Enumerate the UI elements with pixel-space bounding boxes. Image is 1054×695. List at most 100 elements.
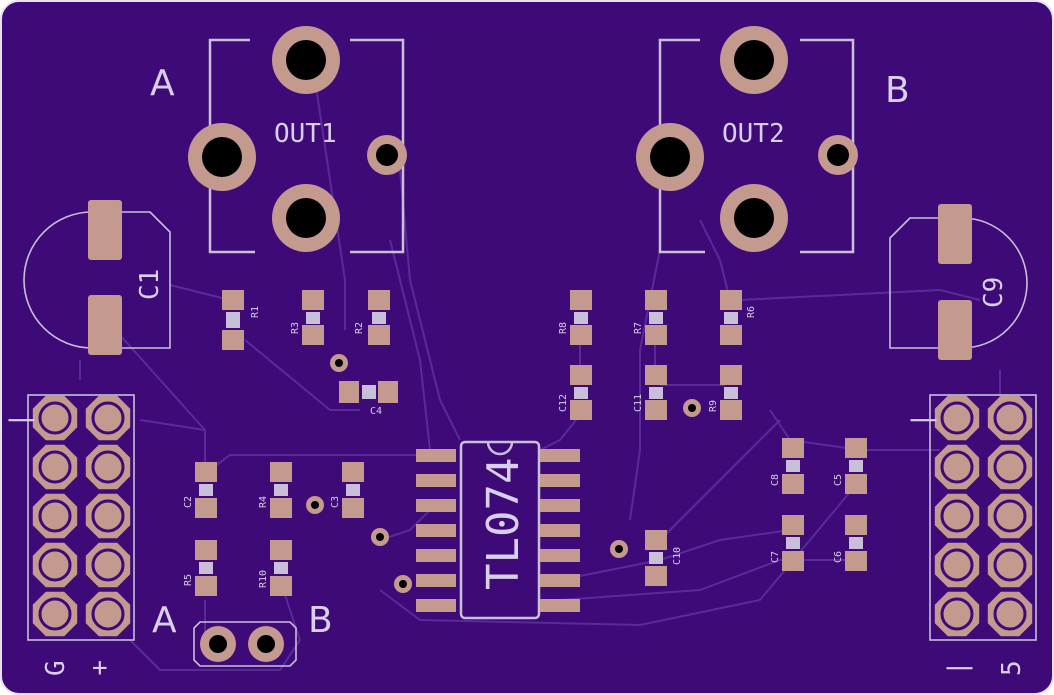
r9-label: R9	[708, 400, 719, 412]
right-header-5-label: 5	[997, 660, 1027, 676]
left-header-pin-center	[99, 507, 117, 525]
out1-label: OUT1	[274, 119, 337, 149]
r3-label: R3	[290, 322, 301, 334]
r5-resistor: R5	[183, 540, 217, 596]
c10-capacitor: C10	[645, 530, 683, 586]
ic-right-pins	[540, 449, 580, 612]
left-header-pin-ring	[38, 597, 72, 631]
right-header-pin-ring	[940, 450, 974, 484]
left-header-pin-center	[46, 605, 64, 623]
c1-label: C1	[135, 269, 165, 300]
left-header-pin-center	[46, 556, 64, 574]
r8-label: R8	[558, 322, 569, 334]
smd-components: R1 R3 R2 C4 R8 R7	[183, 290, 867, 596]
right-power-header	[929, 394, 1037, 641]
left-header-pin-center	[99, 409, 117, 427]
right-header-pin-center	[948, 458, 966, 476]
r1-resistor: R1	[222, 290, 261, 350]
left-header-pin-center	[99, 605, 117, 623]
c9-label: C9	[979, 277, 1009, 308]
out2-jack: OUT2	[636, 26, 858, 254]
right-header-pin-center	[1001, 458, 1019, 476]
right-header-mark-top: |	[907, 412, 937, 428]
left-header-pin-ring	[38, 499, 72, 533]
c9-capacitor: C9	[889, 204, 1028, 360]
r3-resistor: R3	[290, 290, 324, 345]
r7-resistor: R7	[633, 290, 667, 345]
c8-label: C8	[770, 474, 781, 486]
r5-label: R5	[183, 574, 194, 586]
r6-resistor: R6	[720, 290, 757, 345]
c5-capacitor: C5	[833, 438, 867, 494]
c7-capacitor: C7	[770, 515, 804, 571]
left-header-plus-label: +	[92, 653, 108, 683]
right-header-pin-ring	[993, 401, 1027, 435]
out2-label: OUT2	[722, 119, 785, 149]
r1-label: R1	[250, 306, 261, 318]
r4-label: R4	[258, 496, 269, 508]
left-header-pin-center	[46, 507, 64, 525]
right-header-pin-center	[948, 556, 966, 574]
left-header-pin-ring	[91, 597, 125, 631]
a-bottom-label: A	[152, 600, 177, 641]
right-header-pin-center	[948, 409, 966, 427]
a-top-label: A	[150, 63, 175, 104]
left-header-pin-ring	[91, 548, 125, 582]
right-header-pin-center	[1001, 409, 1019, 427]
r10-resistor: R10	[258, 540, 292, 596]
right-header-pin-ring	[940, 597, 974, 631]
right-header-pin-center	[948, 507, 966, 525]
right-header-pin-center	[1001, 605, 1019, 623]
left-header-pin-ring	[91, 450, 125, 484]
ic-left-pins	[416, 449, 456, 612]
c8-capacitor: C8	[770, 438, 804, 494]
r8-resistor: R8	[558, 290, 592, 345]
c3-capacitor: C3	[330, 462, 364, 518]
vias	[306, 354, 701, 593]
right-header-pin-center	[1001, 556, 1019, 574]
left-header-pin-ring	[91, 499, 125, 533]
c4-label: C4	[370, 406, 382, 417]
c11-label: C11	[633, 394, 644, 412]
b-bottom-label: B	[308, 600, 333, 641]
c4-capacitor: C4	[339, 381, 398, 417]
right-header-pin-ring	[993, 499, 1027, 533]
ab-jumper	[193, 621, 297, 667]
r2-resistor: R2	[354, 290, 390, 345]
left-header-pin-center	[46, 458, 64, 476]
right-header-pin-ring	[940, 499, 974, 533]
r2-label: R2	[354, 322, 365, 334]
right-header-pin-center	[948, 605, 966, 623]
right-header-pin-ring	[940, 401, 974, 435]
r6-label: R6	[746, 306, 757, 318]
ic-label: TL074	[478, 458, 529, 590]
c10-label: C10	[672, 547, 683, 565]
c6-label: C6	[833, 551, 844, 563]
r9-resistor: R9	[708, 365, 742, 420]
c6-capacitor: C6	[833, 515, 867, 571]
c1-capacitor: C1	[23, 200, 171, 355]
c12-capacitor: C12	[558, 365, 592, 420]
r10-label: R10	[258, 570, 269, 588]
left-header-pin-center	[99, 458, 117, 476]
left-header-mark: |	[5, 412, 35, 428]
left-header-pin-center	[46, 409, 64, 427]
right-header-pin-ring	[993, 548, 1027, 582]
c2-capacitor: C2	[183, 462, 217, 518]
out1-jack: OUT1	[188, 26, 407, 254]
right-header-pin-center	[1001, 507, 1019, 525]
c3-label: C3	[330, 496, 341, 508]
c12-label: C12	[558, 394, 569, 412]
c5-label: C5	[833, 474, 844, 486]
left-header-g-label: G	[41, 660, 71, 676]
b-top-label: B	[885, 70, 910, 111]
left-header-pin-ring	[38, 450, 72, 484]
right-header-minus-label: |	[943, 660, 973, 676]
left-header-pin-ring	[38, 548, 72, 582]
left-power-header	[27, 394, 135, 641]
c11-capacitor: C11	[633, 365, 667, 420]
left-header-pin-ring	[38, 401, 72, 435]
left-header-pin-center	[99, 556, 117, 574]
